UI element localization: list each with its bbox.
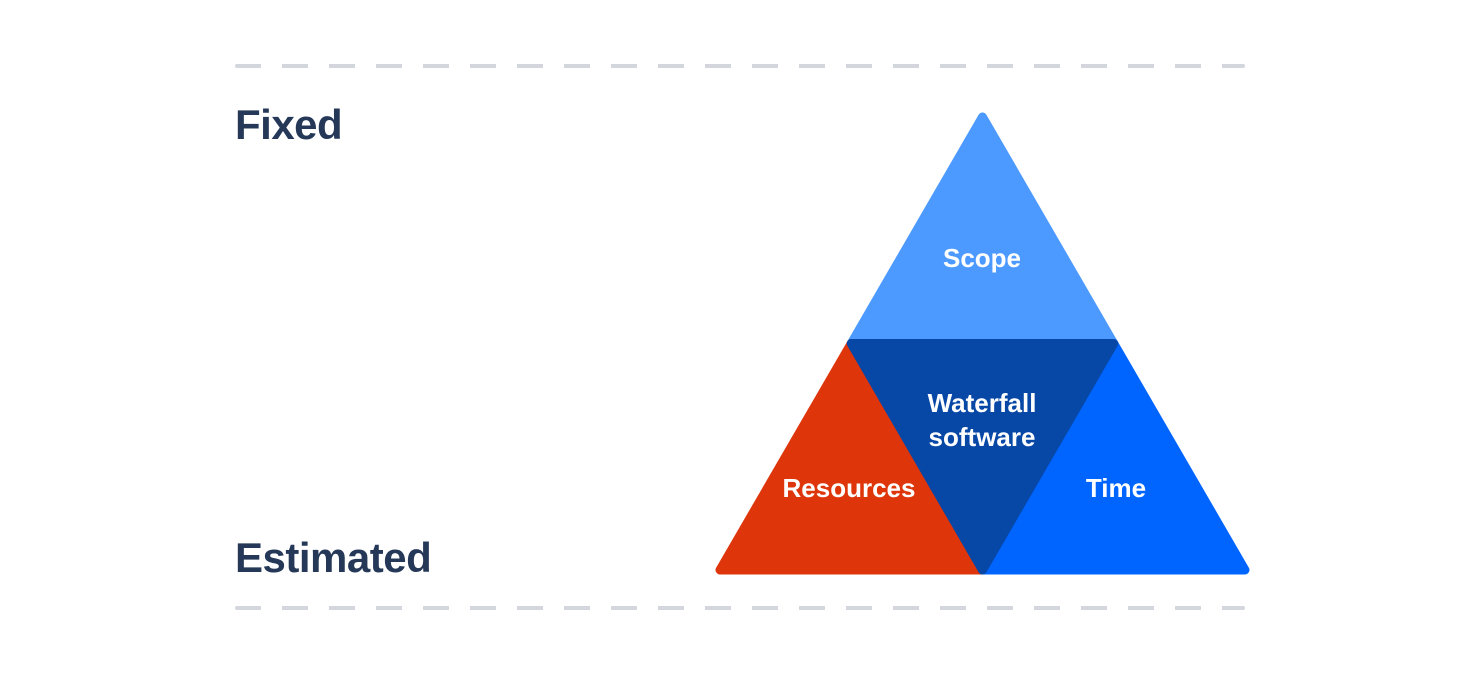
- estimated-label: Estimated: [235, 534, 432, 581]
- estimated-boundary-dashed-line: [235, 606, 1245, 610]
- waterfall-software-label-line1: Waterfall: [927, 388, 1037, 418]
- resources-label: Resources: [782, 473, 916, 503]
- iron-triangle-graphic: [715, 112, 1250, 575]
- waterfall-software-label-line2: software: [928, 422, 1036, 452]
- waterfall-software-label: Waterfall software: [928, 386, 1037, 454]
- waterfall-center-triangle: [846, 339, 1119, 575]
- scope-triangle: [846, 112, 1119, 348]
- time-label: Time: [1085, 473, 1147, 503]
- scope-label: Scope: [942, 243, 1022, 273]
- fixed-boundary-dashed-line: [235, 64, 1245, 68]
- fixed-label: Fixed: [235, 101, 343, 148]
